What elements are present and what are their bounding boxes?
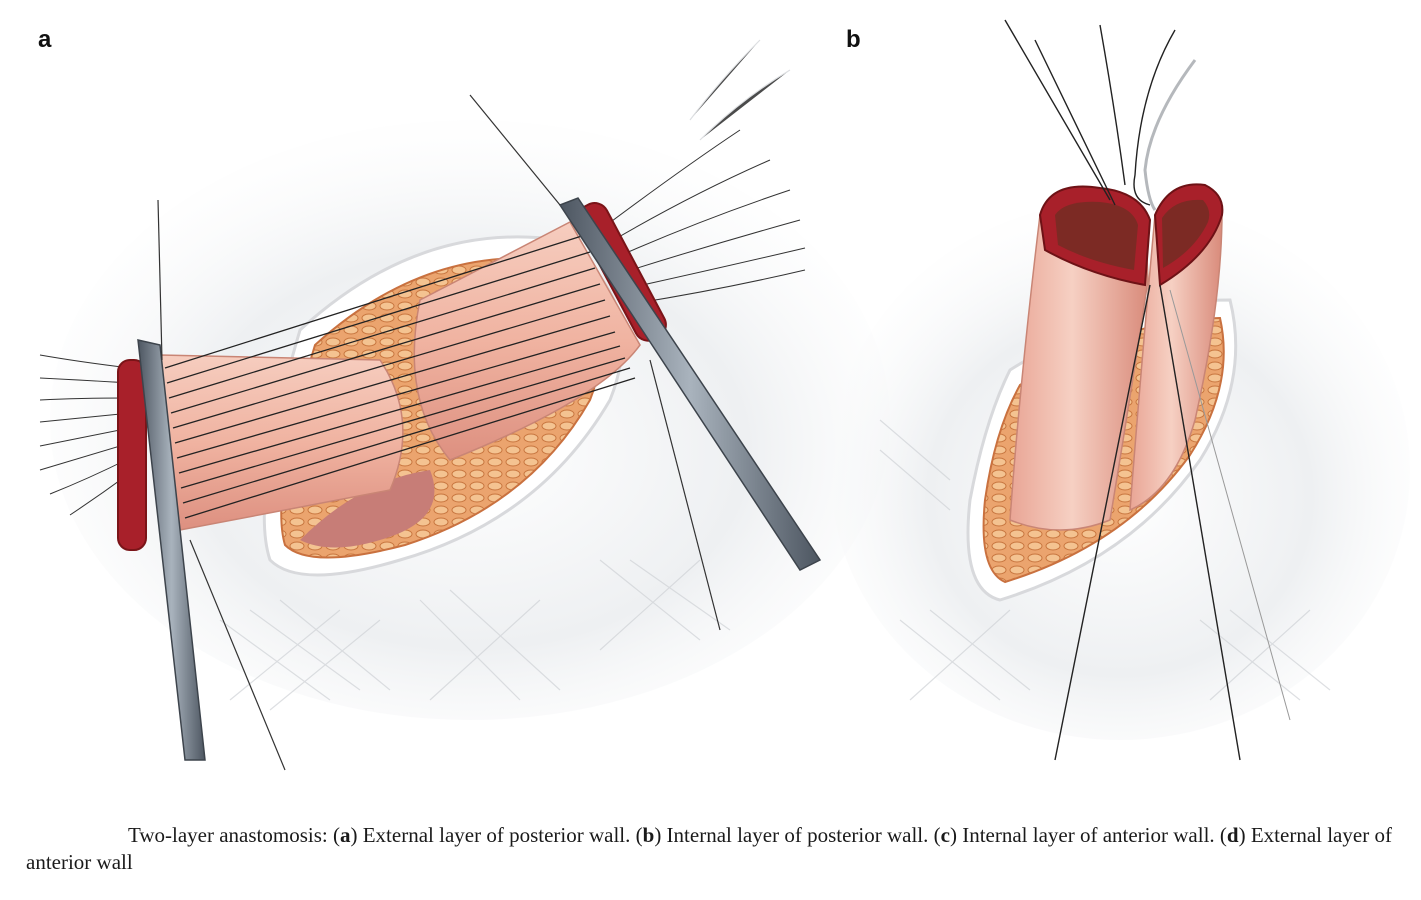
lumen-inner-right-b — [1162, 199, 1210, 268]
panel-a-drawing — [39, 39, 890, 771]
stay-suture-left-lower-a — [189, 539, 286, 771]
posterior-wall-a — [300, 470, 435, 548]
stay-sutures-lower-b — [1054, 284, 1291, 761]
needle-b — [1143, 59, 1197, 211]
stay-suture-right-lower-a — [649, 359, 721, 631]
drape-texture-b — [879, 419, 1331, 701]
posterior-internal-sutures-b — [1004, 19, 1176, 206]
panel-b-drawing — [830, 19, 1410, 761]
clamp-right-a — [558, 197, 822, 571]
panel-label-b: b — [846, 26, 861, 53]
anastomosis-illustration — [39, 19, 1410, 771]
bowel-right-a — [413, 221, 641, 461]
bowel-left-a — [159, 354, 404, 531]
drape-texture-a — [219, 39, 791, 711]
posterior-sutures-a — [164, 234, 636, 519]
figure-caption: Two-layer anastomosis: (a) External laye… — [26, 823, 1392, 874]
stay-suture-left-a — [157, 199, 163, 361]
stay-suture-right-a — [469, 94, 561, 206]
panel-label-a: a — [38, 26, 52, 53]
mucosa-edge-left-a — [117, 359, 147, 551]
lumen-inner-left-b — [1055, 201, 1138, 270]
clamp-left-a — [137, 339, 206, 761]
